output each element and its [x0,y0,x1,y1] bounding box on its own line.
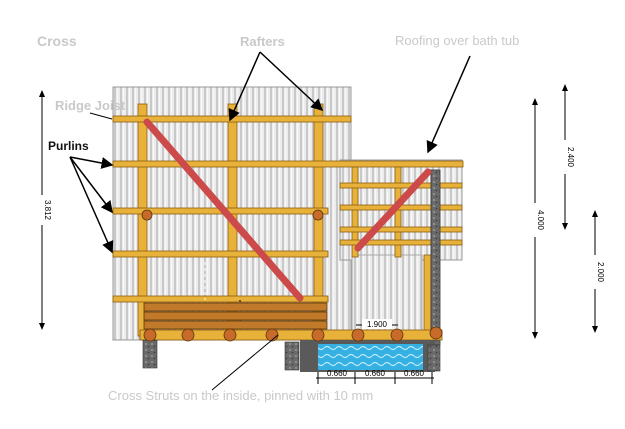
dim-tub-width [356,319,398,329]
annex-post [351,166,359,258]
dim-right-lower-text: 2.000 [596,262,605,283]
dim-left-height [36,90,48,330]
roofing-label: Roofing over bath tub [395,33,519,48]
bench-log [143,302,328,312]
ridge-joist-label: Ridge Joist [55,98,126,113]
purlin [112,250,329,258]
cross-struts-label: Cross Struts on the inside, pinned with … [108,388,373,403]
foundation-stone [284,341,300,371]
dim-left-height-text: 3.812 [43,200,52,221]
dim-right-total-text: 4.000 [536,210,545,231]
ridge-joist-arrow [89,112,113,120]
purlins-arrow [69,156,114,254]
cross-struts-arrow [211,334,279,391]
dim-right-upper-text: 2.400 [566,147,575,168]
bench-log [143,311,328,321]
rafters-arrow [228,51,261,122]
dim-right-lower [589,210,601,333]
foundation-stone [142,339,158,369]
pin-markers [141,209,443,342]
dim-bottom-3-text: 0.660 [404,369,425,378]
dim-bottom-1-text: 0.660 [327,369,348,378]
dim-bottom-2-text: 0.660 [365,369,386,378]
purlins-arrow [69,156,114,169]
purlins-label: Purlins [48,139,89,153]
dim-bottom [316,372,434,384]
annex-corner-post [423,254,432,336]
diagram-title: Cross [37,33,77,49]
annex-rail [339,239,463,246]
rafters-arrow [259,51,324,112]
cross-strut [354,168,432,252]
dim-tub-width-text: 1.900 [367,320,388,329]
annex-rail [339,226,463,233]
bath-water [318,344,423,370]
dim-right-upper [559,84,571,230]
purlins-arrow [69,156,113,214]
annex-rail [339,182,463,189]
foundation-stone [427,344,441,372]
bench-log [143,320,328,330]
rafters-label: Rafters [240,34,285,49]
dim-right-total [529,98,541,339]
purlin [112,295,329,303]
stone-column [430,169,441,346]
purlin [112,160,464,168]
cross-strut [143,118,304,302]
roofing-arrow [426,55,471,154]
